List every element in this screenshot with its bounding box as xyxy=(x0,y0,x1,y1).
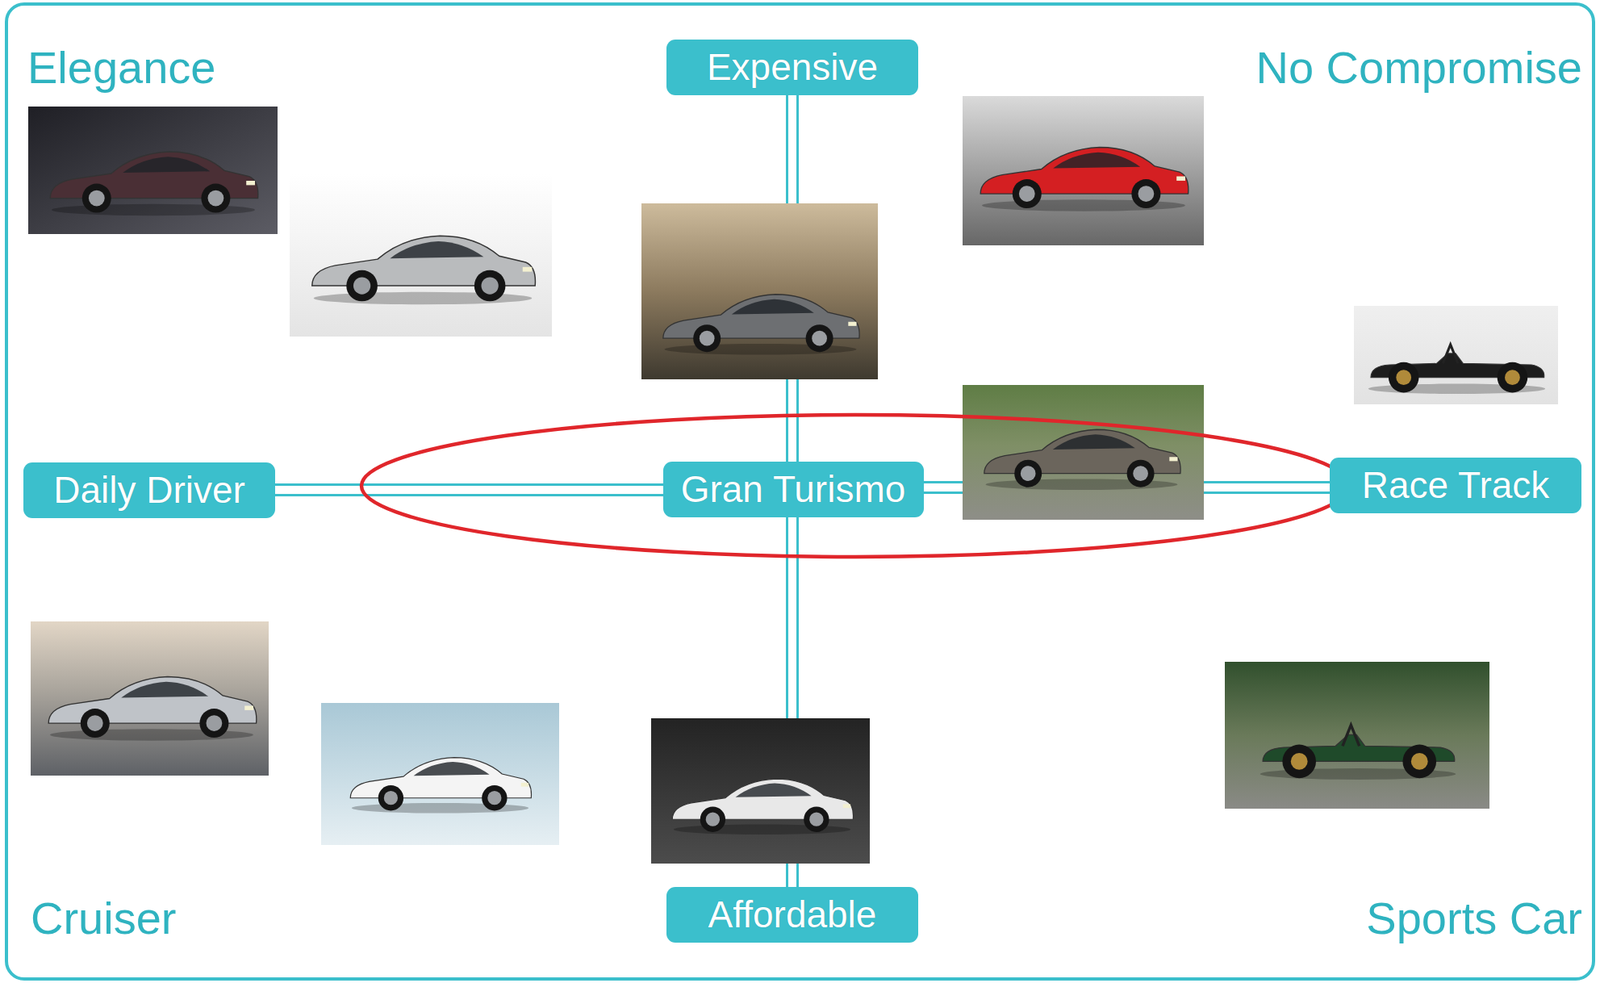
car-photo xyxy=(962,96,1204,246)
car-photo-part xyxy=(321,702,560,845)
axis-box: Expensive xyxy=(666,39,919,96)
car-photo-part xyxy=(651,718,870,864)
highlight-ellipse xyxy=(361,414,1350,557)
axis-label: Race Track xyxy=(1361,463,1550,507)
car-photo-part xyxy=(312,235,536,305)
axis-pipe-part xyxy=(275,483,664,497)
axis-pipe-part xyxy=(275,485,664,494)
quadrant-label: Sports Car xyxy=(1366,890,1583,945)
outer-border xyxy=(6,4,1594,979)
car-photo xyxy=(1353,305,1559,405)
axis-pipe xyxy=(275,489,664,491)
car-photo-part xyxy=(1224,661,1490,809)
axis-box: Affordable xyxy=(666,886,919,943)
car-photo-part xyxy=(50,151,259,216)
car-photo-part xyxy=(672,778,853,835)
car-photo xyxy=(962,384,1204,520)
car-photo-part xyxy=(962,96,1204,246)
axis-label: Expensive xyxy=(706,45,878,89)
car-photo xyxy=(321,702,560,845)
car-photo-part xyxy=(48,676,257,741)
car-photo-part xyxy=(1368,344,1546,394)
axis-box: Gran Turismo xyxy=(663,461,924,518)
car-photo-part xyxy=(980,147,1189,212)
quadrant-label: No Compromise xyxy=(1255,40,1583,95)
car-photo xyxy=(28,106,278,234)
car-photo-part xyxy=(30,621,269,776)
car-photo xyxy=(651,718,870,864)
axis-box: Daily Driver xyxy=(23,462,276,519)
car-photo-part xyxy=(1353,305,1559,405)
quadrant-label: Cruiser xyxy=(30,890,176,945)
car-photo-part xyxy=(1260,724,1457,780)
axis-label: Daily Driver xyxy=(53,468,246,512)
car-photo xyxy=(1224,661,1490,809)
car-photo-part xyxy=(641,203,878,380)
car-photo-part xyxy=(350,757,531,814)
car-photo-part xyxy=(663,294,860,356)
car-photo xyxy=(641,203,878,380)
car-photo xyxy=(30,621,269,776)
car-photo-part xyxy=(962,384,1204,520)
quadrant-label: Elegance xyxy=(27,40,217,95)
axis-label: Affordable xyxy=(708,893,878,936)
car-photo xyxy=(289,174,552,337)
axis-box: Race Track xyxy=(1329,457,1582,514)
axis-label: Gran Turismo xyxy=(680,467,907,511)
car-photo-part xyxy=(984,429,1181,490)
car-photo-part xyxy=(28,106,278,234)
car-photo-part xyxy=(289,174,552,337)
